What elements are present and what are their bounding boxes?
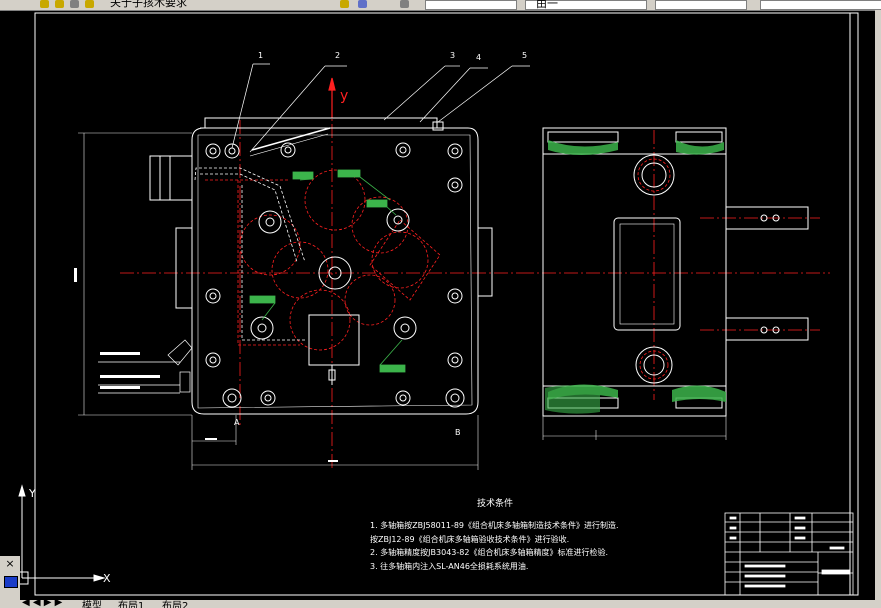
toolbar-icon[interactable] [70, 0, 79, 8]
section-label-a: A [234, 418, 240, 427]
close-icon[interactable]: × [5, 557, 15, 570]
toolbar: 关于子孩木要求 由一 [0, 0, 881, 11]
tech-note-line: 按ZBJ12-89《组合机床多轴箱验收技术条件》进行验收. [370, 535, 570, 544]
toolbar-icon[interactable] [400, 0, 409, 8]
y-axis-label: y [340, 88, 348, 104]
vertical-scrollbar[interactable] [875, 10, 881, 608]
tech-note-line: 1. 多轴箱按ZBJ58011-89《组合机床多轴箱制造技术条件》进行制造. [370, 521, 619, 530]
layout-tabs: ◀ ◀ ▶ ▶ 模型 布局1 布局2 [20, 600, 881, 608]
linetype-dropdown[interactable]: 由一 [525, 0, 647, 10]
toolbar-icon[interactable] [340, 0, 349, 8]
property-dropdown[interactable] [425, 0, 517, 10]
drawing-canvas[interactable]: y [0, 10, 875, 600]
toolbar-icon[interactable] [358, 0, 367, 8]
balloon-5: 5 [522, 51, 528, 60]
lineweight-dropdown[interactable] [655, 0, 747, 10]
ucs-icon [15, 484, 106, 585]
linetype-text: 由一 [536, 0, 558, 10]
toolbar-icon[interactable] [85, 0, 94, 8]
balloon-1: 1 [258, 51, 264, 60]
layer-control-text[interactable]: 关于子孩木要求 [110, 0, 187, 9]
toolbar-icon[interactable] [40, 0, 49, 8]
tab-layout2[interactable]: 布局2 [162, 601, 189, 608]
drawing-frame [34, 12, 859, 596]
ucs-y-label: Y [29, 487, 36, 500]
plotstyle-dropdown[interactable] [760, 0, 881, 10]
balloon-3: 3 [450, 51, 456, 60]
title-block [724, 512, 854, 596]
balloon-4: 4 [476, 53, 482, 62]
window-icon[interactable] [4, 576, 18, 588]
side-view [520, 127, 830, 440]
front-view: y [74, 63, 530, 470]
ucs-x-label: X [103, 572, 111, 585]
tech-notes-title: 技术条件 [477, 499, 514, 509]
tab-model[interactable]: 模型 [82, 601, 102, 608]
balloon-2: 2 [335, 51, 341, 60]
tech-note-line: 2. 多轴箱精度按JB3043-82《组合机床多轴箱精度》标准进行检验. [370, 548, 608, 557]
tab-layout1[interactable]: 布局1 [118, 601, 145, 608]
command-panel[interactable]: × [0, 556, 20, 608]
tech-note-line: 3. 往多轴箱内注入SL-AN46全损耗系统用油. [370, 562, 529, 571]
section-label-b: B [455, 428, 461, 437]
toolbar-icon[interactable] [55, 0, 64, 8]
tab-nav-arrows[interactable]: ◀ ◀ ▶ ▶ [22, 600, 63, 608]
